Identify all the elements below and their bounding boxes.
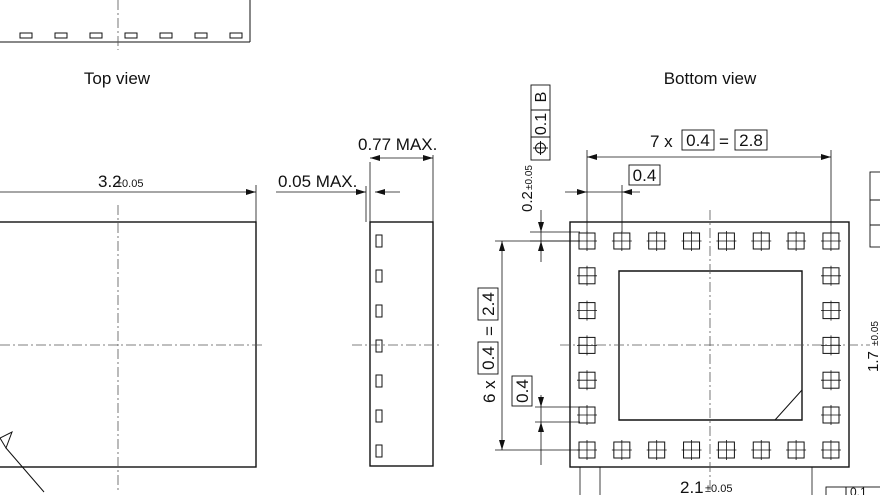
side-pad xyxy=(375,409,383,423)
top-strip-pad xyxy=(229,32,243,39)
pad-width-vertical-dimension: 0.4 xyxy=(511,375,580,465)
corner-offset-tolerance: ±0.05 xyxy=(524,165,535,190)
position-tolerance-frame: 0.1 B xyxy=(530,84,551,161)
pad-width-vertical-value: 0.4 xyxy=(513,379,532,403)
top-width-dimension: 3.2 ±0.05 xyxy=(0,172,257,222)
top-view-package-partial xyxy=(0,0,251,50)
tolerance-value: 0.1 xyxy=(533,113,550,135)
pitch-equals-vertical: = xyxy=(480,326,499,336)
side-pad xyxy=(375,269,383,283)
exposed-pad xyxy=(618,270,803,421)
bottom-pad-width-tolerance: ±0.05 xyxy=(705,483,732,495)
pitch-equals-horizontal: = xyxy=(719,132,729,151)
bottom-pad-width-dimension: 2.1 ±0.05 xyxy=(579,467,813,495)
top-strip-pad xyxy=(19,32,33,39)
side-pad xyxy=(375,304,383,318)
pitch-value-horizontal: 0.4 xyxy=(686,131,710,150)
top-strip-pad xyxy=(124,32,138,39)
corner-offset-dimension: 0.2 ±0.05 xyxy=(519,165,580,262)
bottom-view-label: Bottom view xyxy=(664,69,757,88)
top-strip-pad xyxy=(194,32,208,39)
right-partial-box-value: 0.1 xyxy=(850,485,867,495)
right-pad-height-value: 1.7 xyxy=(865,351,880,372)
tolerance-datum: B xyxy=(533,92,550,103)
top-width-tolerance: ±0.05 xyxy=(116,178,143,190)
bottom-pad-width-value: 2.1 xyxy=(680,478,704,495)
pitch-value-vertical: 0.4 xyxy=(479,346,498,370)
pitch-count-vertical: 6 x xyxy=(480,380,499,403)
pitch-count-horizontal: 7 x xyxy=(650,132,673,151)
side-view xyxy=(352,221,440,467)
side-pad xyxy=(375,339,383,353)
right-pad-height-tolerance: ±0.05 xyxy=(870,321,880,346)
corner-offset-value: 0.2 xyxy=(519,191,536,212)
top-strip-pad xyxy=(89,32,103,39)
right-pad-height-dimension: 1.7 ±0.05 0.1 xyxy=(825,171,880,495)
pitch-total-vertical: 2.4 xyxy=(479,292,498,316)
bottom-view-body xyxy=(560,210,870,490)
top-view-label: Top view xyxy=(84,69,151,88)
top-view-body xyxy=(0,205,265,493)
top-strip-pad xyxy=(159,32,173,39)
horizontal-pitch-dimension: 7 x 0.4 = 2.8 xyxy=(586,129,832,232)
top-strip-pad xyxy=(54,32,68,39)
top-width-value: 3.2 xyxy=(98,172,122,191)
pin-one-marker xyxy=(0,430,13,450)
single-pitch-dimension: 0.4 xyxy=(565,164,661,232)
single-pitch-value: 0.4 xyxy=(633,166,657,185)
side-pad xyxy=(375,234,383,248)
side-pad xyxy=(375,444,383,458)
side-max-height-label: 0.77 MAX. xyxy=(358,135,437,154)
side-standoff-dimension: 0.05 MAX. xyxy=(276,172,400,222)
side-standoff-label: 0.05 MAX. xyxy=(278,172,357,191)
side-pad xyxy=(375,374,383,388)
vertical-pitch-dimension: 6 x 0.4 = 2.4 xyxy=(477,240,580,451)
side-max-height-dimension: 0.77 MAX. xyxy=(358,135,437,222)
pitch-total-horizontal: 2.8 xyxy=(739,131,763,150)
